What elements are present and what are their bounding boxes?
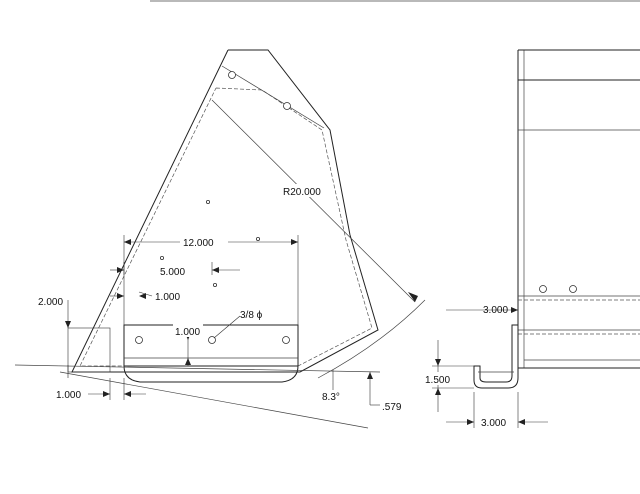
dim-angle: 8.3°	[322, 392, 340, 403]
plate-outline	[71, 49, 379, 373]
dim-12: 12.000	[183, 238, 214, 249]
dim-1-hole: 1.000	[175, 327, 200, 338]
side-dim-top: 3.000	[483, 305, 508, 316]
bar-hole	[282, 336, 290, 344]
front-view	[14, 49, 426, 429]
radius-arrow	[408, 292, 418, 302]
hole-callout: 3/8 ϕ	[240, 310, 263, 321]
bend-line	[221, 65, 325, 129]
bracket-profile	[473, 324, 519, 389]
dim-radius: R20.000	[283, 187, 321, 198]
bar-hole	[208, 336, 216, 344]
side-hole	[539, 285, 547, 293]
side-hole	[569, 285, 577, 293]
dim-1-bottom: 1.000	[56, 390, 81, 401]
front-dimensions: 12.000 5.000 1.000 2.000 1.000 3/8 ϕ	[38, 184, 402, 413]
bottom-bar	[123, 324, 299, 367]
height-box	[67, 327, 111, 373]
bar-hole	[135, 336, 143, 344]
dim-2: 2.000	[38, 297, 63, 308]
radius-leader	[211, 99, 416, 303]
side-dimensions: 3.000 1.500 3.000	[423, 305, 548, 429]
ground-line	[14, 364, 381, 373]
dim-5: 5.000	[160, 267, 185, 278]
side-dim-height: 1.500	[425, 375, 450, 386]
pilot-hole	[159, 255, 164, 260]
plate-inner-edge	[79, 87, 373, 367]
plate-hole	[228, 71, 236, 79]
angle-line	[59, 371, 369, 429]
side-view	[473, 49, 640, 389]
dim-1-top: 1.000	[155, 292, 180, 303]
bar-curve	[123, 365, 299, 383]
pilot-hole	[212, 282, 217, 287]
pilot-hole	[255, 236, 260, 241]
radius-arc	[317, 299, 426, 379]
side-dim-bottom: 3.000	[481, 418, 506, 429]
plate-hole	[283, 102, 291, 110]
dim-drop: .579	[382, 402, 402, 413]
pilot-hole	[205, 199, 210, 204]
